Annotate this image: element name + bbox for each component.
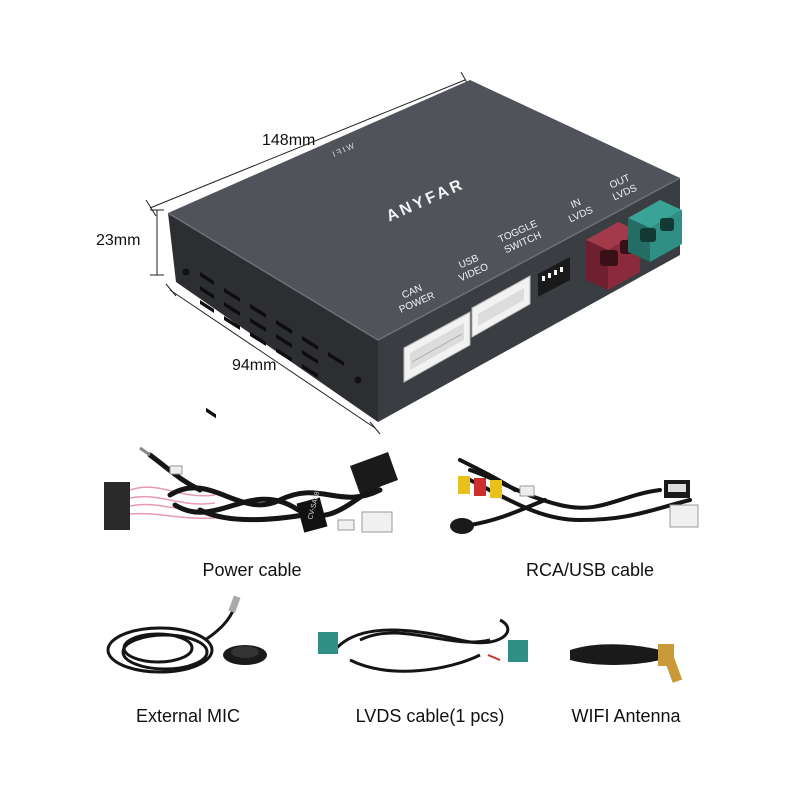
length-dimension-line <box>149 79 466 209</box>
wifi-antenna-caption: WIFI Antenna <box>571 706 681 726</box>
width-label: 94mm <box>232 357 277 374</box>
usb-video-connector <box>471 275 531 338</box>
lvds-teal-end-left <box>318 632 338 654</box>
box-left-face <box>168 213 378 422</box>
screw-left <box>182 268 190 276</box>
lvds-teal-end-right <box>508 640 528 662</box>
power-cable-caption: Power cable <box>202 560 302 580</box>
length-label: 148mm <box>262 132 316 149</box>
power-cable-image: CV-SA08 <box>104 446 398 533</box>
screw-right <box>354 376 362 384</box>
ventilation-slots <box>206 407 216 419</box>
in-lvds-connector <box>586 222 640 290</box>
wifi-antenna-image <box>570 644 683 683</box>
navigation-box <box>167 80 682 422</box>
height-label: 23mm <box>96 232 141 249</box>
lvds-cable-image <box>318 618 528 673</box>
dimension-lines <box>145 71 471 435</box>
rca-red-plug <box>474 478 486 496</box>
rca-yellow-plug <box>458 476 470 494</box>
out-lvds-connector <box>628 200 682 262</box>
width-dimension-line <box>169 289 376 429</box>
box-top-face <box>168 80 680 340</box>
rca-usb-cable-image <box>450 458 699 534</box>
toggle-switch <box>538 257 570 297</box>
external-mic-image <box>106 595 267 674</box>
external-mic-caption: External MIC <box>135 706 241 726</box>
rca-usb-cable-caption: RCA/USB cable <box>525 560 655 580</box>
lvds-cable-caption: LVDS cable(1 pcs) <box>355 706 505 726</box>
can-power-connector <box>403 311 471 383</box>
